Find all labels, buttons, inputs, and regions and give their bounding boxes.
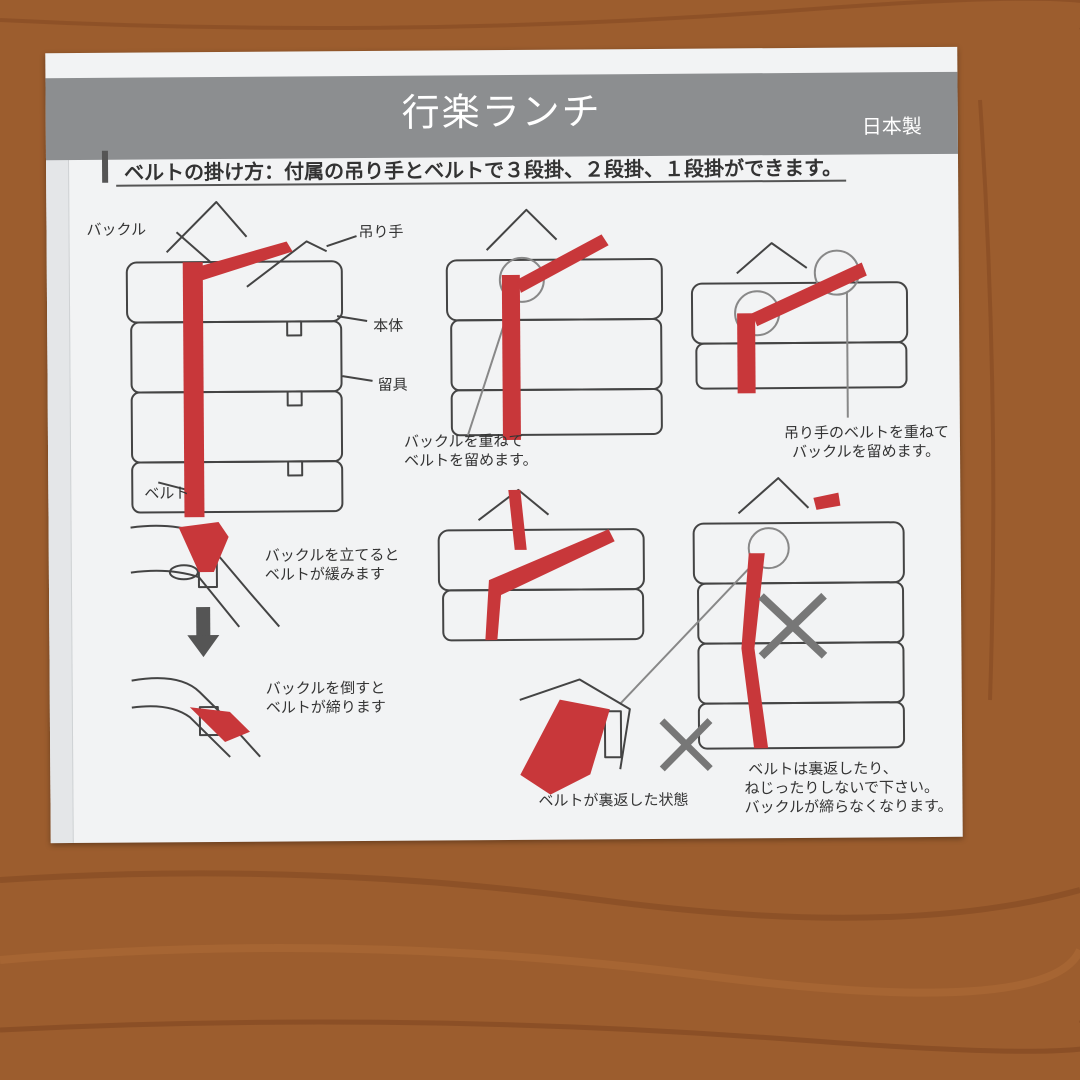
caption-warning-line2: ねじったりしないで下さい。 bbox=[744, 777, 940, 798]
instruction-card: 行楽ランチ 日本製 ベルトの掛け方：付属の吊り手とベルトで３段掛、２段掛、１段掛… bbox=[45, 46, 963, 844]
caption-buckle-lowered-line1: バックルを倒すと bbox=[265, 678, 386, 698]
x-mark-icon-large bbox=[758, 592, 828, 660]
belt-lowered-closeup bbox=[189, 707, 250, 742]
two-tier-box-illustration bbox=[445, 208, 664, 437]
caption-buckle-raised-line1: バックルを立てると bbox=[264, 545, 400, 565]
label-clasp: 留具 bbox=[377, 375, 408, 394]
belt-wrong-three-tier bbox=[741, 553, 769, 749]
label-buckle: バックル bbox=[86, 220, 147, 239]
belt-three-tier bbox=[182, 262, 205, 518]
caption-overlap-handle-line2: バックルを留めます。 bbox=[791, 441, 941, 461]
caption-warning-line3: バックルが締らなくなります。 bbox=[744, 796, 953, 817]
belt-one-tier bbox=[737, 313, 756, 394]
one-tier-box-illustration bbox=[690, 242, 909, 418]
belt-one-tier-middle bbox=[485, 529, 615, 641]
caption-buckle-lowered-line2: ベルトが締ります bbox=[265, 697, 386, 717]
label-belt: ベルト bbox=[144, 484, 190, 503]
belt-raised-closeup bbox=[178, 521, 229, 573]
belt-two-tier bbox=[501, 274, 521, 441]
wrong-three-tier-box-illustration bbox=[619, 477, 906, 750]
x-mark-icon-small bbox=[659, 718, 713, 772]
caption-overlap-handle-line1: 吊り手のベルトを重ねて bbox=[783, 422, 949, 443]
caption-reversed-belt: ベルトが裏返した状態 bbox=[538, 790, 689, 810]
illustrations bbox=[125, 201, 909, 795]
caption-buckle-raised-line2: ベルトが緩みます bbox=[264, 564, 385, 584]
buckle-lowered-closeup bbox=[131, 677, 261, 758]
label-body: 本体 bbox=[373, 316, 404, 335]
caption-overlap-buckle-line2: ベルトを留めます。 bbox=[404, 450, 538, 470]
caption-warning-line1: ベルトは裏返したり、 bbox=[748, 759, 898, 779]
belt-reversed-closeup bbox=[520, 699, 610, 795]
label-handle: 吊り手 bbox=[358, 222, 404, 242]
three-tier-box-illustration bbox=[125, 201, 373, 514]
caption-overlap-buckle-line1: バックルを重ねて bbox=[403, 431, 524, 451]
down-arrow-icon bbox=[187, 607, 220, 658]
belt-graphics bbox=[178, 234, 867, 795]
